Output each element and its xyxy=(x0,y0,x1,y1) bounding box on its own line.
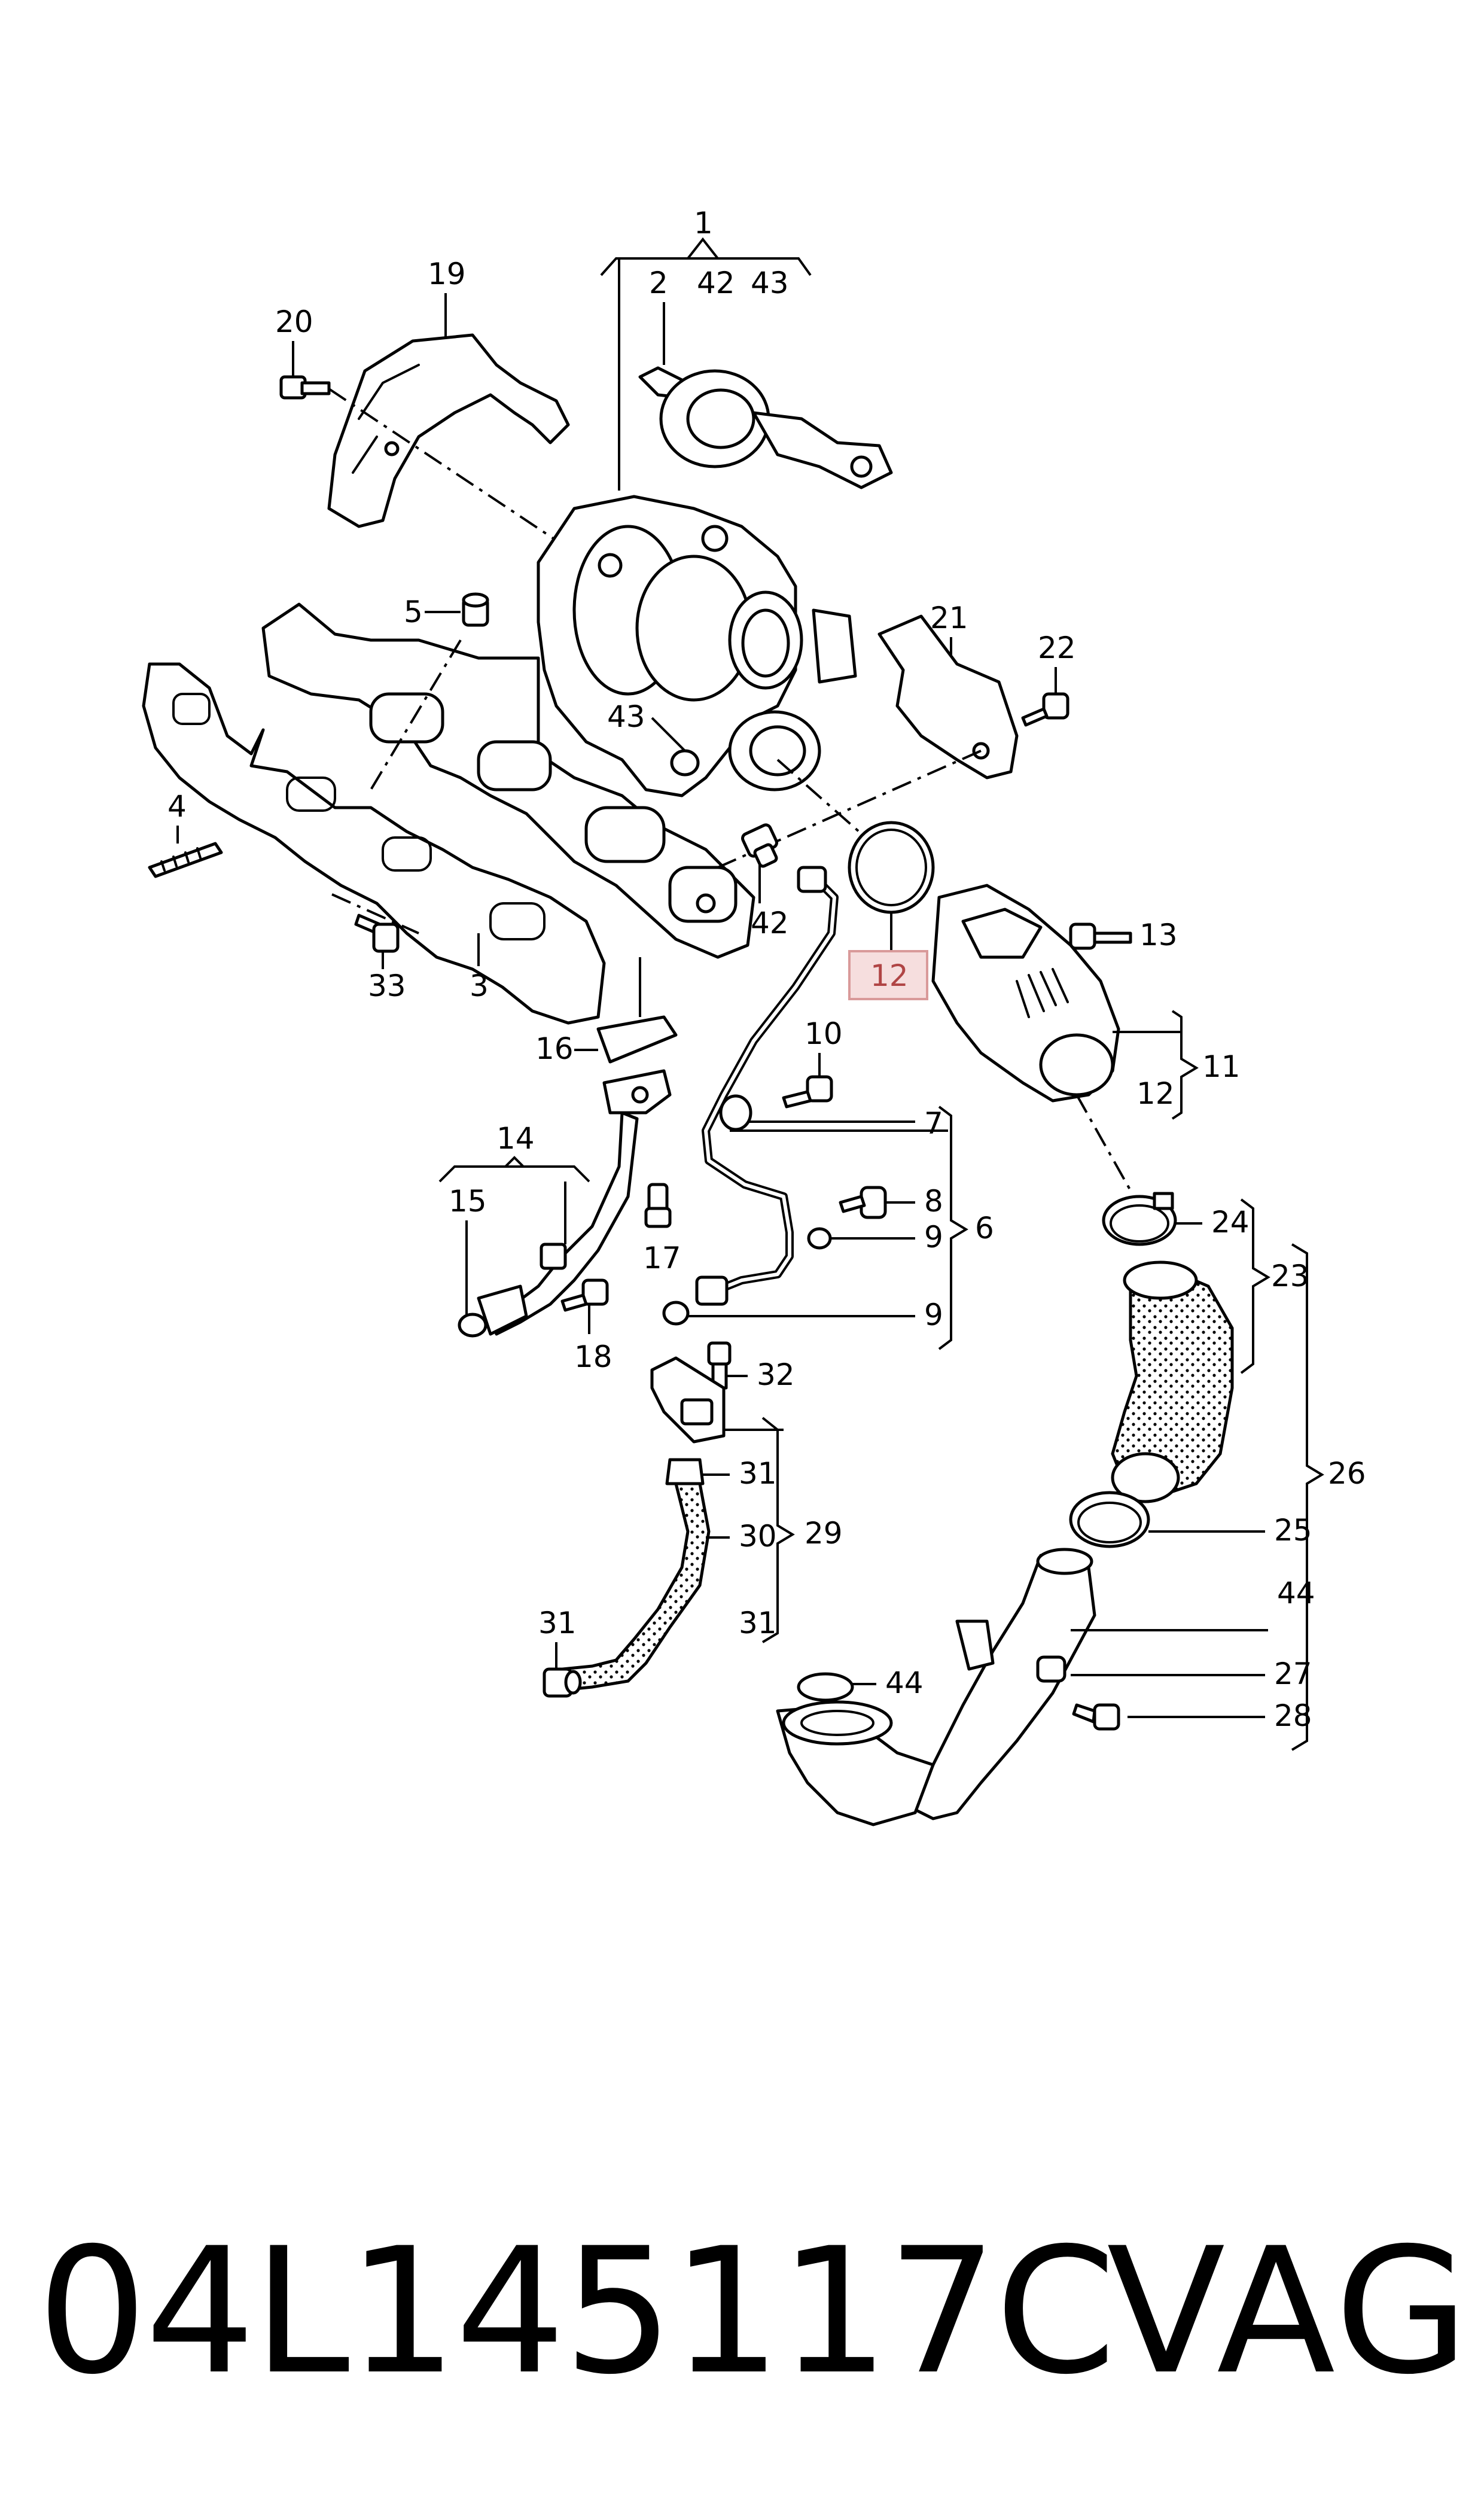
callout-43-mid: 43 xyxy=(607,699,645,734)
brand-name: VAG xyxy=(1107,2211,1471,2413)
clamp-31a xyxy=(665,1458,705,1485)
callout-43-top: 43 xyxy=(751,266,789,300)
callout-8: 8 xyxy=(924,1184,943,1219)
callout-12-bracket: 12 xyxy=(1136,1076,1175,1111)
charge-hose-23 xyxy=(1111,1266,1234,1497)
bolt-28 xyxy=(1072,1703,1120,1731)
group-bracket-6 xyxy=(730,1106,968,1350)
callout-44b: 44 xyxy=(885,1666,924,1700)
callout-9a: 9 xyxy=(924,1220,943,1255)
group-bracket-29 xyxy=(724,1417,795,1643)
oil-return-pipe xyxy=(477,1069,672,1336)
hose-clamp-24 xyxy=(1102,1192,1177,1246)
o-ring-12 xyxy=(848,821,935,914)
callout-14: 14 xyxy=(496,1121,535,1156)
charge-air-outlet xyxy=(931,884,1120,1103)
o-ring-44 xyxy=(797,1672,854,1702)
callout-7: 7 xyxy=(924,1106,943,1141)
hose-clamp-25 xyxy=(1069,1491,1150,1548)
callout-18: 18 xyxy=(574,1339,613,1374)
callout-42-mid: 42 xyxy=(751,906,789,940)
callout-26: 26 xyxy=(1328,1456,1366,1491)
washer-15 xyxy=(458,1313,487,1338)
callout-33: 33 xyxy=(368,969,406,1003)
clamp-31c xyxy=(543,1667,582,1698)
part-number: 04L145117C xyxy=(37,2211,1116,2413)
callout-10: 10 xyxy=(805,1016,843,1051)
group-bracket-14 xyxy=(438,1165,590,1183)
group-bracket-11 xyxy=(1113,1010,1199,1120)
banjo-bolt-8 xyxy=(839,1186,887,1219)
callout-24: 24 xyxy=(1211,1205,1250,1240)
callout-4: 4 xyxy=(167,789,187,824)
callout-42-top: 42 xyxy=(697,266,735,300)
bolt-18 xyxy=(560,1278,609,1312)
charge-pipe xyxy=(776,1548,1096,1826)
callout-32: 32 xyxy=(757,1357,795,1392)
banjo-fitting-42 xyxy=(741,823,778,868)
nut-5 xyxy=(462,592,489,627)
stud-4 xyxy=(148,842,223,878)
seal-9b xyxy=(662,1301,690,1326)
callout-6: 6 xyxy=(975,1211,994,1246)
callout-21: 21 xyxy=(930,601,968,635)
callout-31a: 31 xyxy=(739,1456,777,1491)
callout-12-highlighted: 12 xyxy=(870,958,909,993)
highlight-callout-box xyxy=(848,950,928,1000)
callout-15: 15 xyxy=(449,1184,487,1219)
vacuum-hose-30 xyxy=(560,1482,711,1692)
bracket-21 xyxy=(877,614,1019,780)
group-bracket-26 xyxy=(1291,1243,1324,1751)
gasket-16 xyxy=(596,1015,678,1064)
callout-17: 17 xyxy=(643,1241,681,1275)
group-bracket-1 xyxy=(600,237,812,491)
callout-13: 13 xyxy=(1139,918,1178,952)
bolt-13 xyxy=(1069,922,1132,950)
callout-20: 20 xyxy=(275,305,313,339)
callout-31b: 31 xyxy=(739,1606,777,1640)
callout-19: 19 xyxy=(428,257,466,291)
group-bracket-23 xyxy=(1240,1198,1270,1374)
bolt-33 xyxy=(354,914,400,953)
callout-11: 11 xyxy=(1202,1049,1241,1084)
washer-43 xyxy=(670,749,700,777)
callout-3: 3 xyxy=(470,969,489,1003)
callout-23: 23 xyxy=(1271,1259,1309,1293)
manifold-gasket xyxy=(142,662,606,1025)
turbocharger xyxy=(537,495,857,797)
exhaust-manifold xyxy=(261,602,755,959)
wastegate-actuator xyxy=(638,302,893,489)
callout-1: 1 xyxy=(694,206,713,240)
pressure-sensor xyxy=(650,1356,726,1444)
bolt-10 xyxy=(782,1075,833,1109)
callout-29: 29 xyxy=(805,1516,843,1551)
callout-16: 16 xyxy=(535,1031,574,1066)
callout-5: 5 xyxy=(404,595,423,629)
bolt-22 xyxy=(1021,692,1069,727)
callout-44a: 44 xyxy=(1277,1576,1315,1610)
bolt-20 xyxy=(279,375,331,400)
nut-27 xyxy=(1036,1655,1066,1683)
callout-31c: 31 xyxy=(538,1606,577,1640)
callout-22: 22 xyxy=(1038,631,1076,665)
callout-30: 30 xyxy=(739,1519,777,1554)
oil-feed-pipe xyxy=(695,866,839,1306)
seal-9a xyxy=(807,1227,832,1250)
callout-2: 2 xyxy=(649,266,668,300)
bolt-17 xyxy=(644,1183,672,1228)
heat-shield xyxy=(327,333,570,528)
part-caption: 04L145117C VAG xyxy=(24,2213,1471,2411)
callout-9b: 9 xyxy=(924,1298,943,1332)
